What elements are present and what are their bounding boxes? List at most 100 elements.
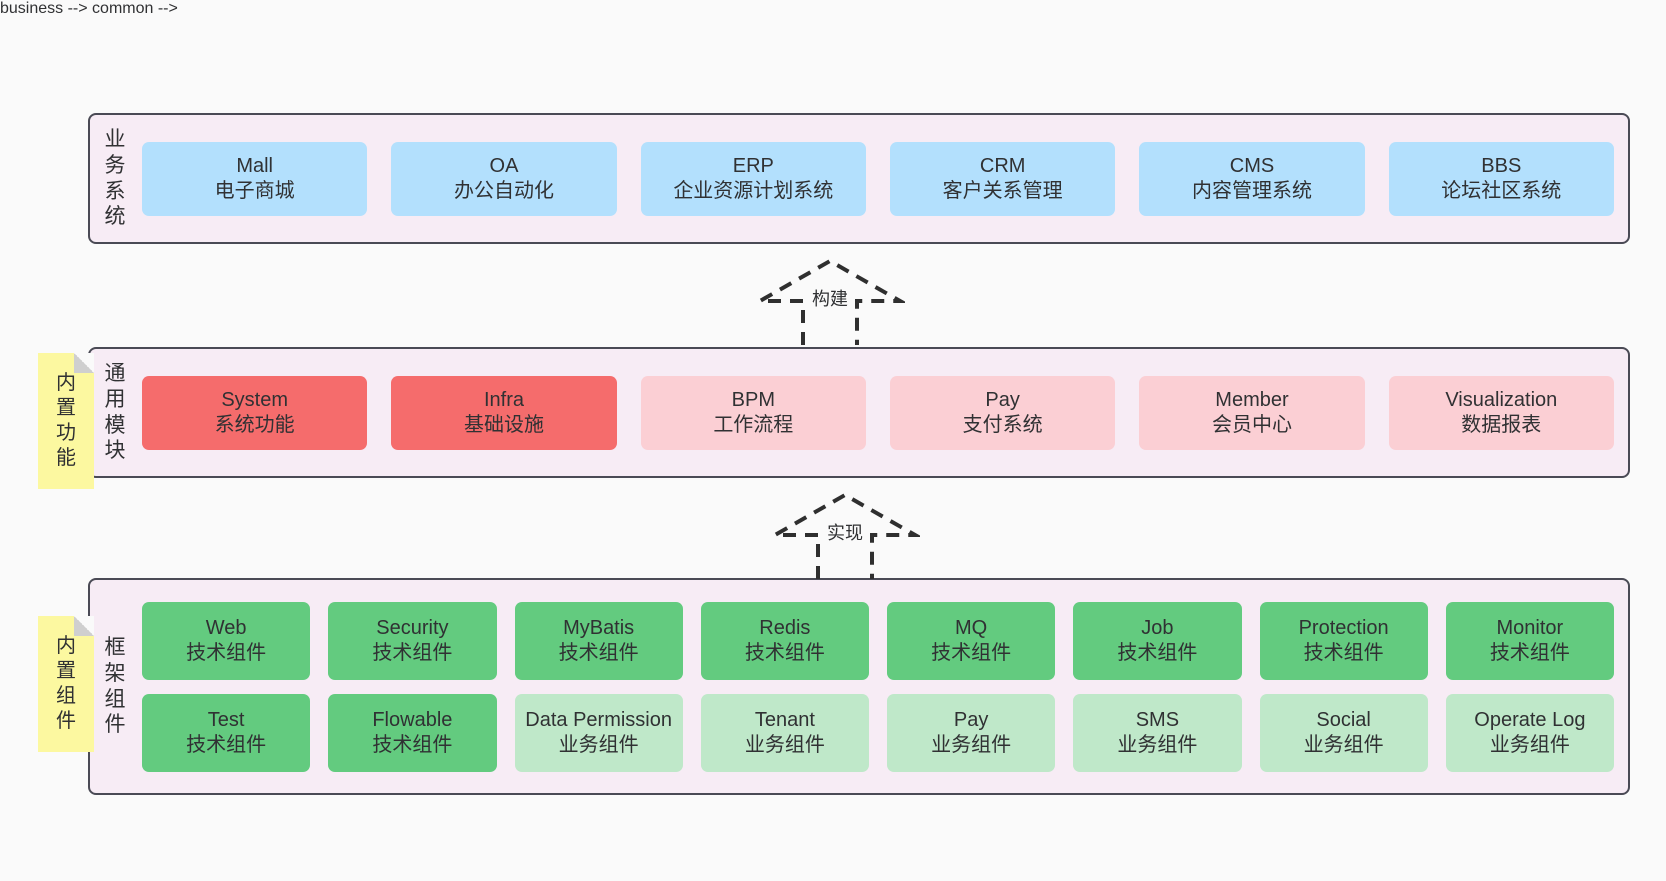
module-card-subtitle: 客户关系管理 [942,179,1063,202]
module-card-name: MQ [955,616,988,639]
module-card-name: Infra [483,388,524,411]
connector-implement: 实现 [767,489,923,584]
connector-build-label: 构建 [812,289,848,309]
module-card-name: MyBatis [563,616,635,639]
layer-title-framework: 框 架 组 件 [104,636,126,737]
module-card-name: Operate Log [1474,708,1586,731]
module-card-name: Job [1141,616,1174,639]
module-card-name: ERP [732,154,774,177]
module-card-subtitle: 论坛社区系统 [1441,179,1562,202]
module-card-name: Mall [236,154,273,177]
module-card-name: SMS [1135,708,1180,731]
module-card-subtitle: 技术组件 [1303,641,1384,664]
module-card-subtitle: 技术组件 [744,641,825,664]
module-card-subtitle: 业务组件 [1489,733,1570,756]
note-builtin-component: 内 置 组 件 [38,616,94,752]
note-fold-icon [74,616,94,636]
module-card-subtitle: 技术组件 [372,641,453,664]
module-card-name: CMS [1229,154,1275,177]
module-card-subtitle: 企业资源计划系统 [673,179,834,202]
module-card-name: Redis [759,616,811,639]
module-card-subtitle: 办公自动化 [453,179,554,202]
module-card-subtitle: 技术组件 [186,733,267,756]
module-card-name: BBS [1481,154,1522,177]
module-card-subtitle: 业务组件 [1303,733,1384,756]
module-card-subtitle: 支付系统 [962,413,1043,436]
note-builtin-function: 内 置 功 能 [38,353,94,489]
module-card-name: CRM [979,154,1026,177]
module-card-name: Pay [953,708,989,731]
module-card-name: Tenant [754,708,815,731]
module-card-name: Protection [1298,616,1389,639]
module-card-subtitle: 技术组件 [1489,641,1570,664]
module-card-subtitle: 业务组件 [1117,733,1198,756]
connector-implement-label: 实现 [827,523,863,543]
module-card-subtitle: 内容管理系统 [1191,179,1312,202]
build-arrow-icon [752,258,908,345]
module-card-subtitle: 基础设施 [463,413,544,436]
module-card-subtitle: 技术组件 [558,641,639,664]
module-card-subtitle: 技术组件 [1117,641,1198,664]
module-card-name: OA [489,154,519,177]
module-card-name: Pay [985,388,1020,411]
module-card-name: BPM [731,388,775,411]
module-card-subtitle: 业务组件 [558,733,639,756]
layer-title-business: 业 务 系 统 [104,128,126,229]
module-card-name: Security [376,616,449,639]
module-card-name: Flowable [372,708,453,731]
module-card-name: Web [205,616,247,639]
module-card-name: Member [1215,388,1289,411]
module-card-subtitle: 技术组件 [931,641,1012,664]
module-card-name: Social [1316,708,1371,731]
module-card-subtitle: 电子商城 [214,179,295,202]
module-card-subtitle: 技术组件 [372,733,453,756]
module-card-subtitle: 技术组件 [186,641,267,664]
module-card-name: Test [207,708,245,731]
layer-title-common: 通 用 模 块 [104,362,126,463]
connector-build: 构建 [752,255,908,350]
module-card-subtitle: 数据报表 [1461,413,1542,436]
module-card-subtitle: 业务组件 [744,733,825,756]
module-card-subtitle: 业务组件 [931,733,1012,756]
implement-arrow-icon [767,492,923,579]
note-fold-icon [74,353,94,373]
